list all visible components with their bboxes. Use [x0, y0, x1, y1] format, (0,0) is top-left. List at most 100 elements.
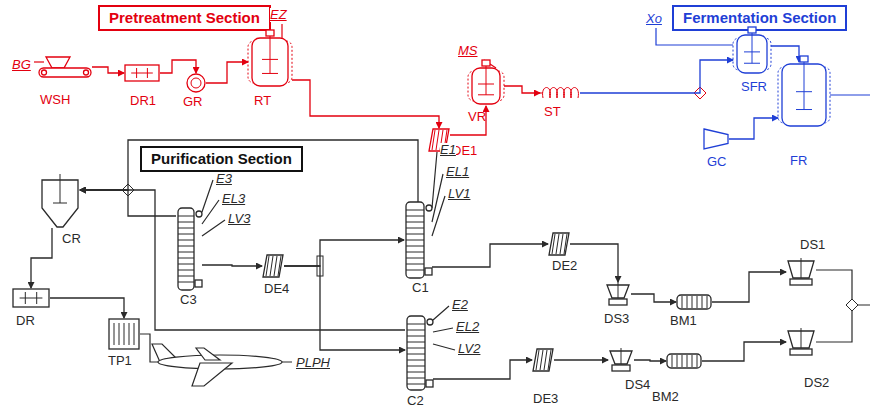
stream-connector	[284, 240, 404, 266]
equipment-unit: WSH	[38, 56, 92, 78]
equipment-icon	[532, 348, 554, 372]
equipment-label: DR	[16, 314, 35, 328]
equipment-unit: RT	[248, 36, 292, 88]
equipment-unit: DE4	[262, 254, 284, 278]
equipment-unit: DR	[12, 288, 50, 308]
stream-connector	[284, 266, 405, 350]
stream-label: Xo	[646, 12, 662, 26]
equipment-unit: BM1	[676, 293, 712, 311]
stream-label: E1	[440, 143, 456, 157]
equipment-label: DE2	[552, 259, 577, 273]
equipment-unit: TP1	[108, 318, 140, 350]
equipment-unit: BM2	[666, 352, 702, 370]
stream-connector	[80, 190, 405, 330]
stream-connector	[634, 360, 666, 361]
equipment-icon	[666, 352, 702, 370]
stream-label: EL3	[222, 192, 245, 206]
stream-line	[816, 270, 870, 342]
equipment-icon	[12, 288, 50, 308]
equipment-label: DS4	[625, 378, 650, 392]
equipment-label: TP1	[108, 354, 132, 368]
equipment-unit: ST	[540, 86, 580, 100]
equipment-icon	[186, 73, 206, 93]
equipment-icon	[248, 36, 292, 88]
equipment-label: WSH	[40, 93, 70, 107]
stream-connector	[206, 62, 248, 83]
equipment-label: DE4	[264, 282, 289, 296]
equipment-icon	[703, 128, 729, 150]
equipment-icon	[108, 318, 140, 350]
equipment-icon	[405, 316, 433, 390]
equipment-unit: DS3	[605, 282, 631, 306]
equipment-unit: DR1	[124, 64, 160, 82]
equipment-icon	[262, 254, 284, 278]
equipment-label: GR	[183, 95, 203, 109]
equipment-unit: DS1	[786, 258, 816, 286]
equipment-label: ST	[544, 105, 561, 119]
equipment-unit: GC	[703, 128, 729, 150]
stream-connector	[702, 342, 786, 361]
equipment-icon	[38, 56, 92, 78]
section-box: Fermentation Section	[672, 5, 847, 31]
equipment-icon	[540, 86, 580, 100]
equipment-unit: C3	[176, 208, 202, 290]
equipment-label: DR1	[130, 94, 156, 108]
section-box: Pretreatment Section	[98, 5, 271, 31]
equipment-icon	[786, 258, 816, 286]
equipment-unit: VR	[468, 66, 504, 106]
stream-connector	[292, 80, 439, 128]
equipment-unit: DE3	[532, 348, 554, 372]
stream-label: EL2	[456, 320, 479, 334]
section-title: Purification Section	[151, 150, 292, 167]
stream-connector	[771, 46, 799, 62]
equipment-icon	[468, 66, 504, 106]
equipment-unit: CR	[40, 178, 80, 228]
stream-label: E3	[216, 172, 232, 186]
stream-connector	[450, 106, 486, 135]
feed-line	[34, 61, 44, 62]
stream-label: E2	[452, 298, 468, 312]
stream-label: BG	[12, 58, 31, 72]
equipment-icon	[176, 208, 202, 290]
stream-label: PLPH	[296, 356, 330, 370]
stream-connector	[729, 118, 778, 139]
equipment-label: C2	[407, 394, 424, 408]
stream-connector	[80, 140, 418, 202]
stream-connector	[712, 272, 786, 302]
equipment-label: FR	[790, 154, 807, 168]
equipment-label: DS3	[604, 312, 629, 326]
stream-connector	[92, 67, 124, 73]
equipment-unit: C2	[405, 316, 433, 390]
equipment-unit: GR	[186, 73, 206, 93]
equipment-icon	[608, 348, 634, 372]
equipment-label: VR	[468, 110, 486, 124]
equipment-icon	[124, 64, 160, 82]
equipment-icon	[733, 33, 771, 75]
stream-connector	[160, 60, 196, 73]
stream-connector	[80, 190, 176, 216]
equipment-label: C3	[180, 293, 197, 307]
equipment-label: C1	[412, 281, 429, 295]
equipment-icon	[548, 232, 570, 256]
stream-label: EZ	[270, 8, 287, 22]
feed-line	[281, 24, 282, 38]
equipment-label: SFR	[741, 80, 767, 94]
stream-connector	[554, 359, 608, 360]
equipment-label: BM2	[652, 390, 679, 404]
mixer-symbol	[846, 299, 858, 311]
stream-connector	[580, 60, 733, 93]
stream-label: LV2	[458, 342, 480, 356]
equipment-label: DE3	[533, 392, 558, 406]
equipment-unit: DS2	[786, 328, 816, 356]
equipment-label: CR	[62, 232, 81, 246]
equipment-icon	[605, 282, 631, 306]
equipment-label: BM1	[670, 314, 697, 328]
outlet-line	[830, 94, 870, 95]
stream-line	[202, 180, 225, 236]
stream-connector	[504, 86, 540, 93]
stream-connector	[50, 298, 124, 318]
section-title: Fermentation Section	[683, 9, 836, 26]
stream-label: EL1	[446, 165, 469, 179]
stream-label: LV1	[448, 187, 470, 201]
